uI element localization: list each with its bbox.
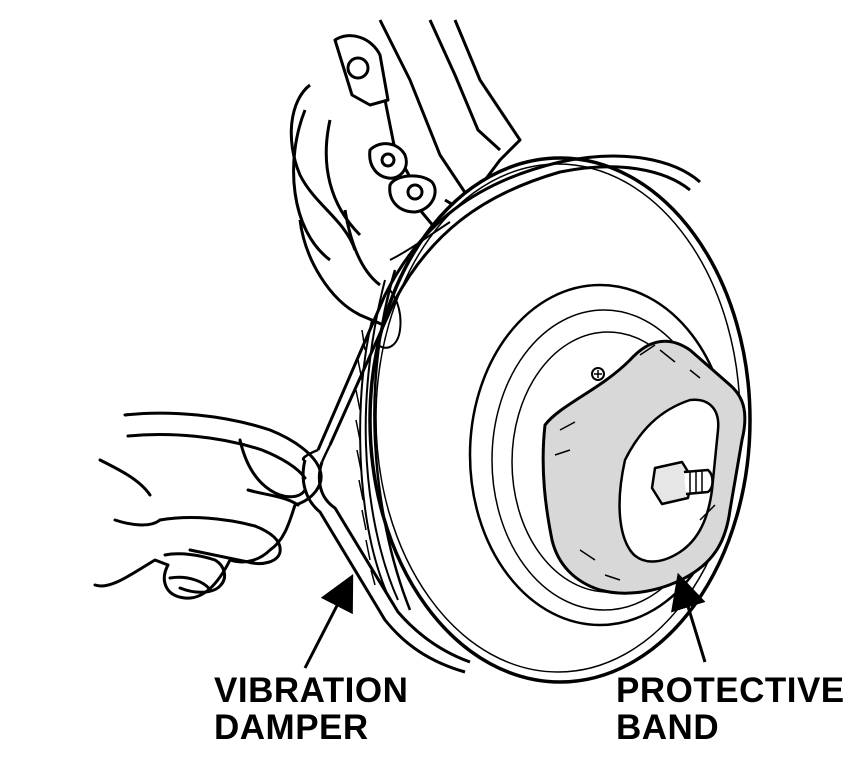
hub-bolt	[650, 460, 714, 506]
vibration-damper-label: VIBRATION DAMPER	[214, 672, 408, 746]
protective-band-label-line1: PROTECTIVE	[616, 671, 845, 710]
vibration-damper-label-line1: VIBRATION	[214, 671, 409, 710]
suspension-arm	[289, 19, 522, 332]
vibration-damper-label-line2: DAMPER	[214, 708, 369, 747]
protective-band	[541, 339, 747, 595]
hand-illustration	[93, 411, 323, 600]
protective-band-label: PROTECTIVE BAND	[616, 672, 845, 746]
arrow-icon	[671, 572, 707, 663]
protective-band-label-line2: BAND	[616, 708, 720, 747]
arrow-icon	[303, 573, 354, 669]
